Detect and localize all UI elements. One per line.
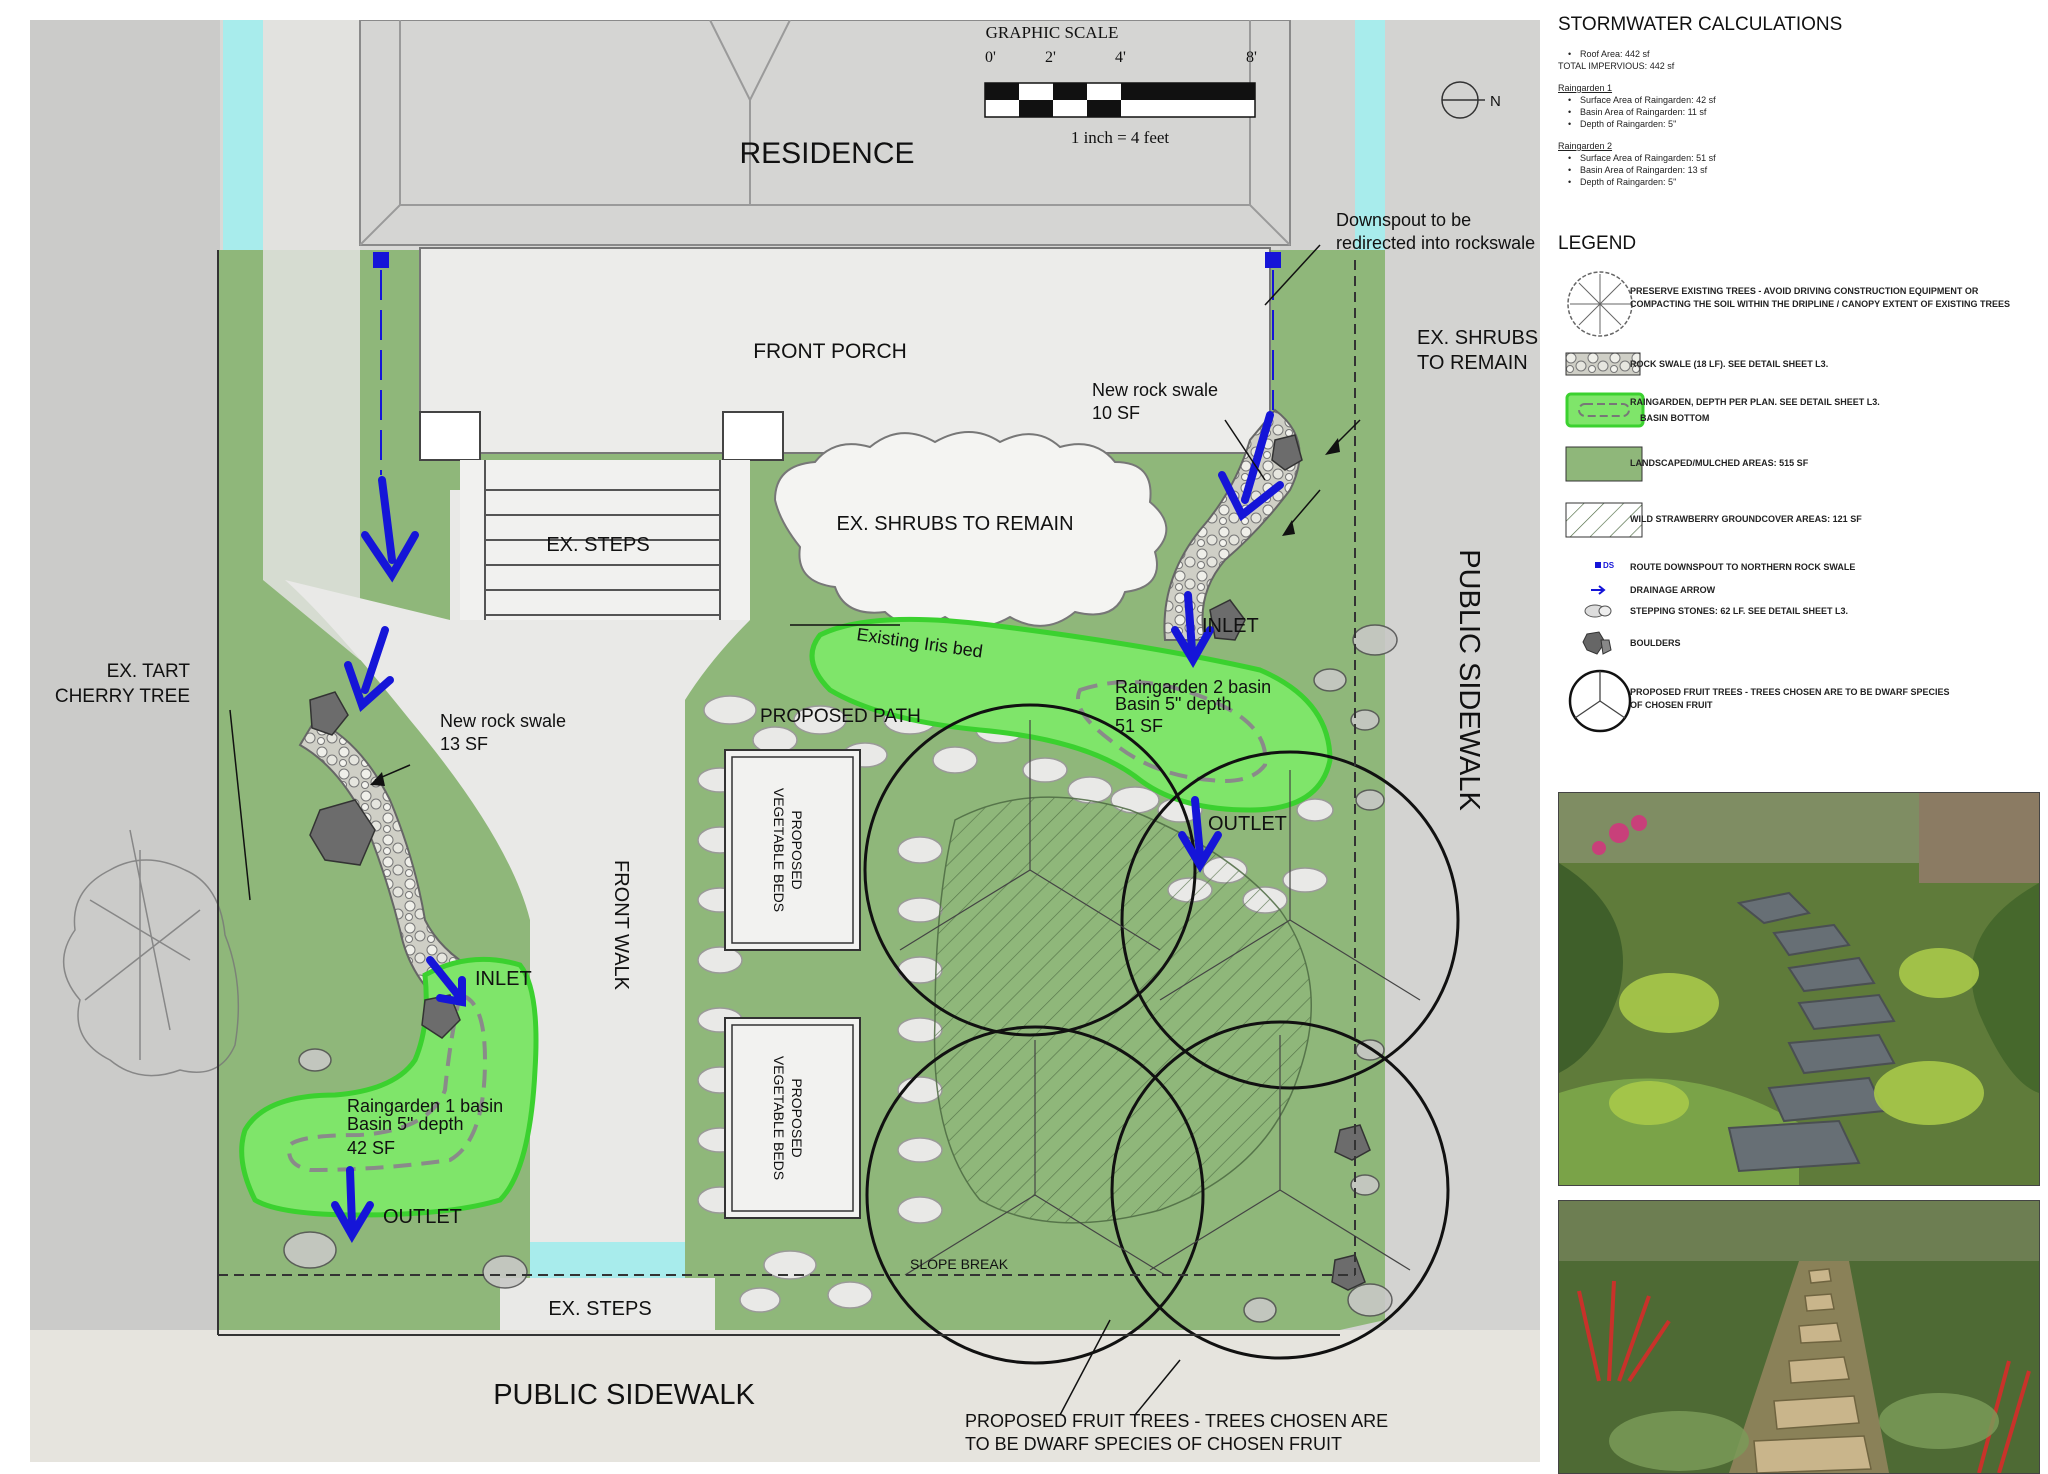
- inlet-left-label: INLET: [475, 968, 532, 990]
- rg2-label-line1: Raingarden 2 basin: [1115, 677, 1271, 697]
- rg2-item: Surface Area of Raingarden: 51 sf: [1558, 152, 2038, 164]
- rg1-item: Surface Area of Raingarden: 42 sf: [1558, 94, 2038, 106]
- rg1-item: Basin Area of Raingarden: 11 sf: [1558, 106, 2038, 118]
- proposed-path-label: PROPOSED PATH: [760, 706, 921, 727]
- strawberry-hatch-swatch-icon: [1565, 502, 1643, 538]
- public-sidewalk-bottom: PUBLIC SIDEWALK: [493, 1379, 755, 1411]
- legend-downspout: DS Route downspout to northern rock swal…: [1565, 559, 2035, 579]
- stepping-stone-path-photo: [1558, 792, 2040, 1186]
- new-swale-right-line2: 10 SF: [1092, 403, 1140, 423]
- rg2-item: Basin Area of Raingarden: 13 sf: [1558, 164, 2038, 176]
- tart-cherry-line2: CHERRY TREE: [55, 686, 190, 707]
- flagstone-path-photo: [1558, 1200, 2040, 1474]
- new-swale-right-line1: New rock swale: [1092, 380, 1218, 400]
- fruit-trees-note-line2: TO BE DWARF SPECIES OF CHOSEN FRUIT: [965, 1434, 1342, 1454]
- scale-title: GRAPHIC SCALE: [986, 23, 1119, 42]
- rg2-item: Depth of Raingarden: 5": [1558, 176, 2038, 188]
- downspout-note-line2: redirected into rockswale: [1336, 233, 1535, 253]
- rg2-heading: Raingarden 2: [1558, 141, 1613, 151]
- legend-rock-swale: Rock swale (18 LF). See detail sheet L3.: [1565, 352, 2035, 378]
- existing-tree-icon: [1567, 271, 1633, 337]
- outlet-right-label: OUTLET: [1208, 813, 1287, 835]
- legend-landscaped-text: Landscaped/mulched areas: 515 sf: [1630, 458, 1809, 468]
- legend-fruit-trees: Proposed fruit trees - trees chosen are …: [1565, 666, 2035, 736]
- ex-shrubs-right-line1: EX. SHRUBS: [1417, 327, 1538, 349]
- stepping-stone-icon: [1584, 604, 1612, 618]
- site-plan: N GRAPHIC SCALE 0' 2' 4' 8' 1 inch = 4 f…: [30, 20, 1540, 1462]
- ex-steps-top-label: EX. STEPS: [546, 534, 649, 556]
- legend-title: LEGEND: [1558, 233, 1637, 254]
- roof-area: Roof Area: 442 sf: [1558, 48, 2038, 60]
- stormwater-title: STORMWATER CALCULATIONS: [1558, 14, 1843, 35]
- fruit-tree-icon: [1568, 669, 1632, 733]
- rg1-label-line2: Basin 5" depth: [347, 1114, 463, 1134]
- rg2-label-line3: 51 SF: [1115, 716, 1163, 736]
- legend-strawberry-text: Wild strawberry groundcover areas: 121 s…: [1630, 514, 1862, 524]
- landscaped-swatch-icon: [1565, 446, 1643, 482]
- legend-drainage-text: Drainage arrow: [1630, 585, 1716, 595]
- legend-raingarden-text: Raingarden, depth per plan. See detail s…: [1630, 397, 1880, 407]
- public-sidewalk-right: PUBLIC SIDEWALK: [1453, 549, 1485, 811]
- fruit-trees-note-line1: PROPOSED FRUIT TREES - TREES CHOSEN ARE: [965, 1411, 1388, 1431]
- legend-stepping-text: Stepping stones: 62 LF. See detail sheet…: [1630, 606, 1849, 616]
- north-label: N: [1490, 93, 1501, 110]
- legend-drainage: Drainage arrow: [1565, 582, 2035, 602]
- raingarden-swatch-icon: [1565, 392, 1645, 428]
- scale-bar: [984, 82, 1256, 118]
- scale-note: 1 inch = 4 feet: [1071, 128, 1170, 147]
- legend-fruit-text: Proposed fruit trees - trees chosen are …: [1630, 687, 1950, 710]
- legend-strawberry: Wild strawberry groundcover areas: 121 s…: [1565, 502, 2035, 542]
- residence-label: RESIDENCE: [739, 137, 914, 170]
- side-panel: STORMWATER CALCULATIONS Roof Area: 442 s…: [1555, 14, 2045, 1474]
- rg2-label-line2: Basin 5" depth: [1115, 694, 1231, 714]
- outlet-left-label: OUTLET: [383, 1206, 462, 1228]
- legend-boulders-text: Boulders: [1630, 638, 1681, 648]
- downspout-ds-label: DS: [1603, 561, 1615, 570]
- legend-rock-swale-text: Rock swale (18 LF). See detail sheet L3.: [1630, 359, 1829, 369]
- legend-basin-bottom-text: Basin bottom: [1640, 413, 1710, 423]
- downspout-note-line1: Downspout to be: [1336, 210, 1471, 230]
- front-porch-label: FRONT PORCH: [753, 340, 907, 363]
- stormwater-calculations: Roof Area: 442 sf TOTAL IMPERVIOUS: 442 …: [1558, 48, 2038, 188]
- rock-swale-swatch-icon: [1565, 352, 1641, 376]
- legend-stepping-stones: Stepping stones: 62 LF. See detail sheet…: [1565, 602, 2035, 622]
- legend-boulders: Boulders: [1565, 628, 2035, 658]
- ex-shrubs-right-line2: TO REMAIN: [1417, 352, 1528, 374]
- legend-downspout-text: Route downspout to northern rock swale: [1630, 562, 1856, 572]
- front-walk-label: FRONT WALK: [610, 860, 632, 991]
- boulder-icon: [1582, 631, 1612, 655]
- total-impervious: TOTAL IMPERVIOUS: 442 sf: [1558, 61, 1675, 71]
- inlet-right-label: INLET: [1202, 615, 1259, 637]
- veg-bed-2-line1: PROPOSED: [789, 1078, 805, 1157]
- legend-existing-trees: Preserve existing trees - avoid driving …: [1565, 269, 2035, 339]
- scale-tick-0: 0': [985, 49, 996, 66]
- scale-tick-2: 2': [1045, 49, 1056, 66]
- veg-bed-1-line2: VEGETABLE BEDS: [771, 788, 787, 912]
- legend-raingarden: Raingarden, depth per plan. See detail s…: [1565, 392, 2035, 442]
- legend-trees-text: Preserve existing trees - avoid driving …: [1630, 286, 2011, 309]
- slope-break-label: SLOPE BREAK: [910, 1256, 1009, 1272]
- scale-tick-4: 4': [1115, 49, 1126, 66]
- rg1-item: Depth of Raingarden: 5": [1558, 118, 2038, 130]
- rg1-heading: Raingarden 1: [1558, 83, 1613, 93]
- drainage-arrow-icon: [1591, 585, 1606, 595]
- veg-bed-1-line1: PROPOSED: [789, 810, 805, 889]
- ex-shrubs-label: EX. SHRUBS TO REMAIN: [836, 513, 1073, 535]
- ex-steps-bottom-label: EX. STEPS: [548, 1298, 651, 1320]
- rg1-label-line1: Raingarden 1 basin: [347, 1096, 503, 1116]
- scale-tick-8: 8': [1246, 49, 1257, 66]
- new-swale-left-line1: New rock swale: [440, 711, 566, 731]
- downspout-square-icon: [1595, 562, 1601, 568]
- new-swale-left-line2: 13 SF: [440, 734, 488, 754]
- rg1-label-line3: 42 SF: [347, 1138, 395, 1158]
- legend-landscaped: Landscaped/mulched areas: 515 sf: [1565, 446, 2035, 486]
- veg-bed-2-line2: VEGETABLE BEDS: [771, 1056, 787, 1180]
- tart-cherry-line1: EX. TART: [107, 661, 191, 682]
